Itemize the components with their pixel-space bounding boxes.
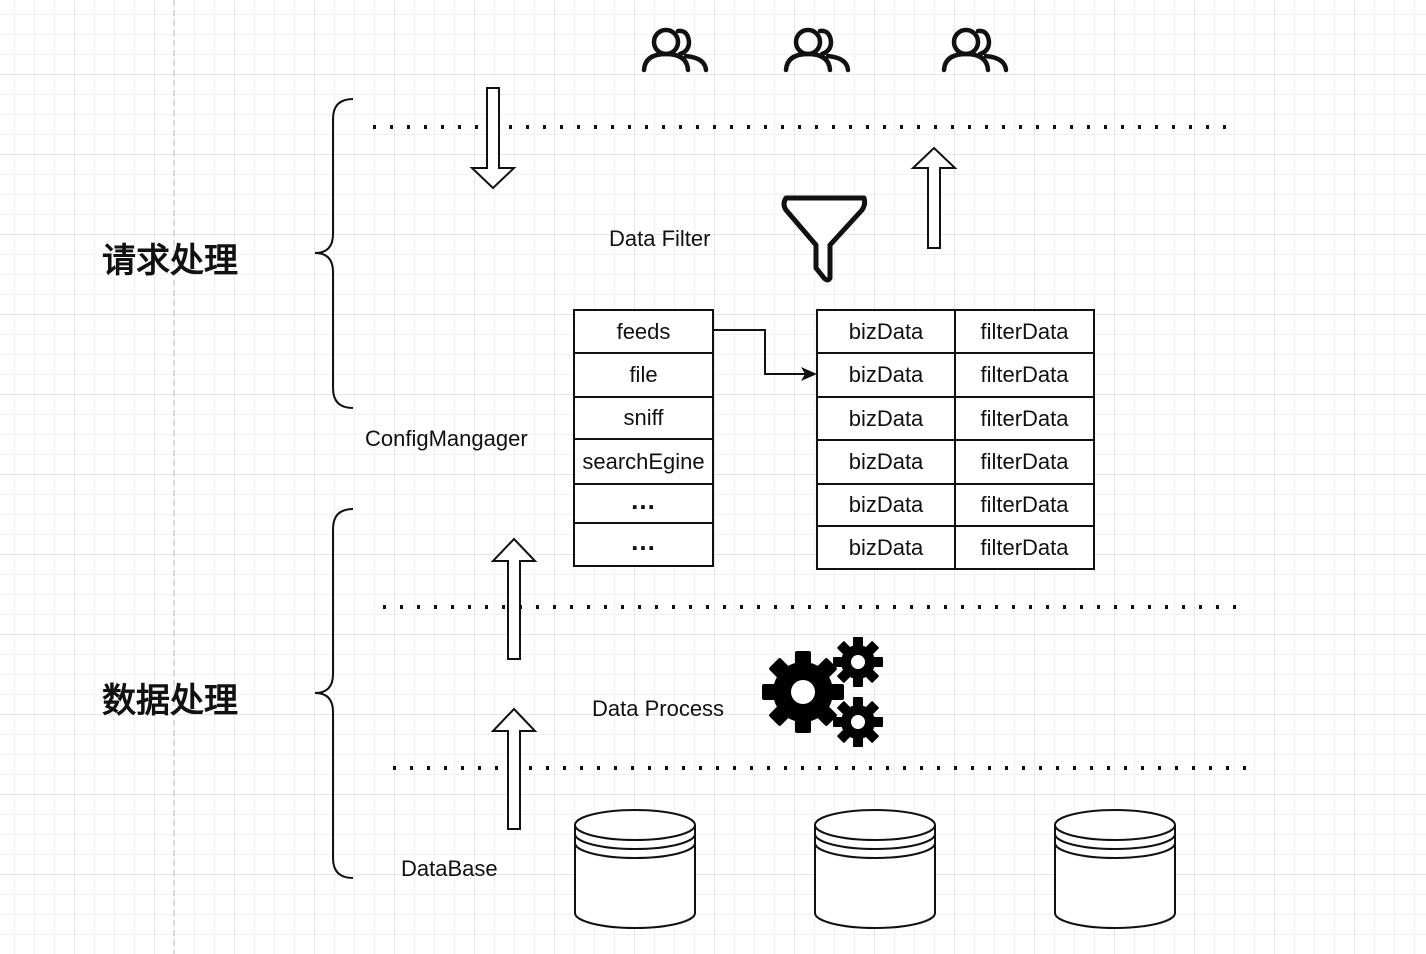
biz-data-cell: bizData [818, 441, 956, 485]
up-arrow-filter [910, 146, 958, 249]
up-arrow-config [490, 537, 538, 660]
users-icon [783, 27, 851, 73]
filter-data-cell: filterData [956, 527, 1093, 568]
data-process-label: Data Process [592, 696, 725, 721]
request-brace [314, 98, 354, 409]
funnel-icon [781, 195, 868, 283]
biz-data-cell: bizData [818, 398, 956, 441]
data-processing-title: 数据处理 [102, 681, 238, 721]
filter-data-cell: filterData [956, 354, 1093, 398]
biz-data-cell: bizData [818, 485, 956, 527]
feeds-connector-arrowhead [801, 367, 817, 381]
database-icon [574, 809, 696, 929]
data-brace [314, 508, 354, 879]
config-manager-label: ConfigMangager [365, 426, 528, 451]
feeds-connector-arrow [713, 329, 805, 375]
gears-icon [762, 637, 883, 747]
config-item: ... [575, 524, 712, 565]
config-item: feeds [575, 311, 712, 354]
config-item: searchEgine [575, 440, 712, 485]
data-table: bizData filterData bizData filterData bi… [816, 309, 1095, 570]
filter-data-cell: filterData [956, 311, 1093, 354]
data-filter-label: Data Filter [609, 226, 711, 251]
biz-data-cell: bizData [818, 527, 956, 568]
config-item: ... [575, 485, 712, 524]
filter-data-cell: filterData [956, 441, 1093, 485]
users-icon [941, 27, 1009, 73]
users-icon [641, 27, 709, 73]
filter-data-cell: filterData [956, 485, 1093, 527]
request-processing-title: 请求处理 [102, 241, 238, 281]
config-item: file [575, 354, 712, 398]
biz-data-cell: bizData [818, 354, 956, 398]
database-icon [814, 809, 936, 929]
biz-data-cell: bizData [818, 311, 956, 354]
up-arrow-database [490, 707, 538, 830]
down-arrow [469, 87, 517, 190]
config-table: feeds file sniff searchEgine ... ... [573, 309, 714, 567]
filter-data-cell: filterData [956, 398, 1093, 441]
database-label: DataBase [401, 856, 498, 881]
config-item: sniff [575, 398, 712, 440]
database-icon [1054, 809, 1176, 929]
